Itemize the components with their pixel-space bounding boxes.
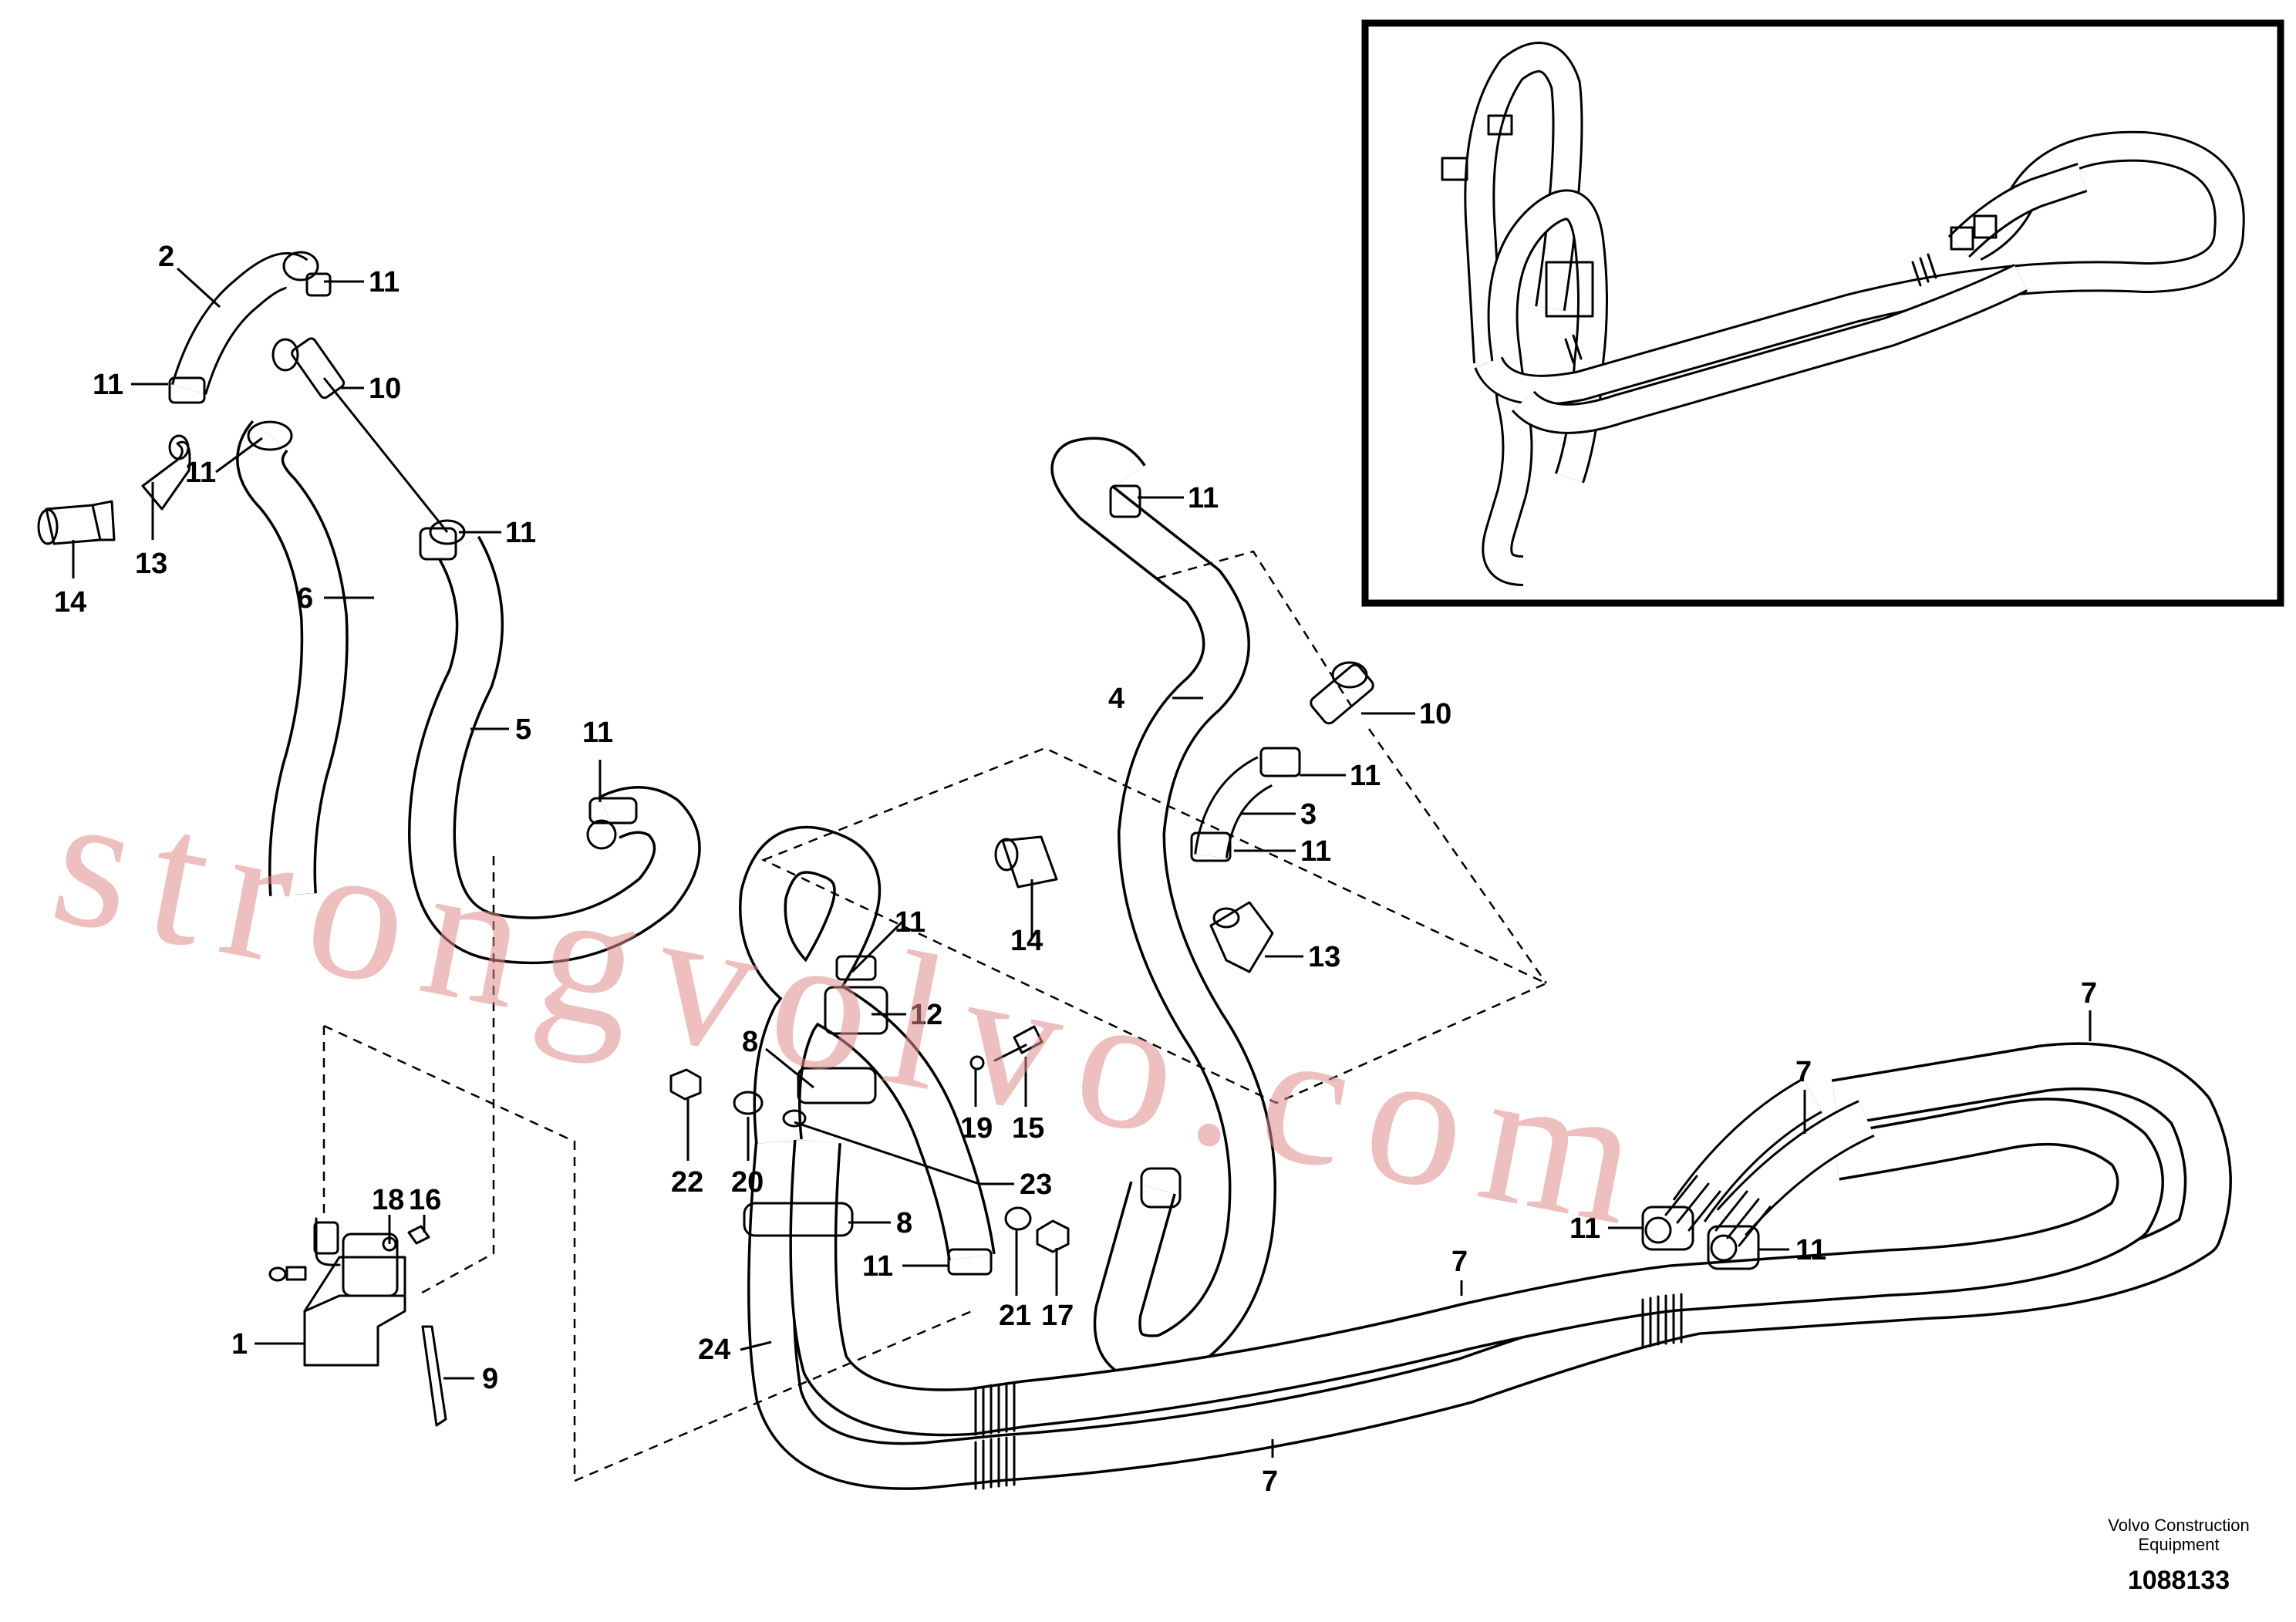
callout-7: 7 (1451, 1246, 1468, 1278)
callout-11: 11 (1795, 1234, 1826, 1266)
bolt-15 (993, 1025, 1043, 1062)
clamp-11-h (1190, 831, 1232, 862)
watermark: strongvolvo.com (39, 750, 1675, 1270)
washer-20 (733, 1091, 764, 1115)
callout-22: 22 (671, 1166, 703, 1199)
elbow-13-left (141, 440, 191, 511)
drawing-number: 1088133 (2128, 1566, 2230, 1595)
callout-11: 11 (1350, 760, 1381, 792)
fittings (37, 251, 1760, 1427)
callout-11: 11 (369, 266, 400, 298)
callout-7: 7 (1262, 1465, 1278, 1498)
clamp-11-c (247, 420, 293, 451)
valve-1 (268, 1217, 406, 1367)
brand-line-2: Equipment (2138, 1535, 2219, 1554)
clamp-11-j (947, 1248, 993, 1276)
sleeve-right (1641, 1175, 1772, 1347)
callout-15: 15 (1012, 1112, 1044, 1145)
fitting-11-r2 (1707, 1225, 1760, 1270)
nipple-14-right (1001, 835, 1058, 889)
callout-11: 11 (185, 457, 216, 489)
callout-8: 8 (742, 1026, 758, 1058)
callout-1: 1 (231, 1328, 248, 1361)
clamp-11-a (168, 376, 206, 404)
callout-4: 4 (1108, 683, 1124, 715)
callout-18: 18 (372, 1184, 404, 1216)
callout-11: 11 (93, 369, 123, 401)
callout-14: 14 (1010, 925, 1043, 957)
callout-10: 10 (1419, 698, 1451, 730)
inset-frame (1361, 19, 2284, 607)
clamp-11-i (835, 955, 877, 981)
clamp-11-f (1109, 484, 1141, 518)
callout-19: 19 (960, 1112, 993, 1145)
callout-17: 17 (1041, 1300, 1074, 1332)
assembly-frames (322, 550, 1549, 1482)
washer-21 (1004, 1206, 1032, 1231)
callout-11: 11 (582, 717, 613, 749)
callout-11: 11 (1300, 835, 1331, 868)
inset-view (1361, 19, 2284, 607)
callout-7: 7 (2081, 977, 2097, 1010)
callout-8: 8 (896, 1207, 912, 1239)
clamp-11-b (305, 272, 332, 297)
callout-11: 11 (862, 1250, 893, 1283)
leader-lines (72, 267, 2092, 1458)
bracket-9 (421, 1325, 447, 1427)
hose-4-end (1140, 1167, 1182, 1209)
bolt-17 (1036, 1219, 1070, 1253)
callouts: 11 2 11 10 11 13 14 6 5 11 11 4 11 10 11… (54, 241, 2097, 1498)
nipple-10-top (291, 337, 346, 400)
clamp-8-upper (797, 1067, 877, 1104)
callout-11: 11 (505, 517, 536, 549)
callout-3: 3 (1300, 798, 1317, 831)
callout-14: 14 (54, 586, 86, 619)
brand-line-1: Volvo Construction (2108, 1516, 2249, 1535)
hose-group (170, 252, 2232, 1490)
callout-16: 16 (409, 1184, 441, 1216)
callout-11: 11 (895, 906, 925, 939)
callout-24: 24 (698, 1334, 730, 1366)
washer-19 (969, 1055, 985, 1071)
callout-5: 5 (515, 713, 531, 746)
callout-7: 7 (1795, 1056, 1812, 1088)
callout-10: 10 (369, 373, 401, 405)
clamp-11-top (282, 251, 319, 282)
callout-13: 13 (135, 548, 167, 580)
callout-23: 23 (1020, 1168, 1052, 1201)
callout-20: 20 (731, 1166, 764, 1199)
callout-11: 11 (1188, 482, 1219, 514)
clamp-11-d (419, 527, 457, 561)
callout-2: 2 (158, 241, 174, 273)
clamp-8-lower (743, 1202, 854, 1237)
clamp-12 (824, 986, 888, 1035)
callout-13: 13 (1308, 941, 1340, 973)
callout-9: 9 (482, 1363, 498, 1395)
clamp-11-e (588, 797, 638, 824)
callout-12: 12 (910, 999, 942, 1031)
callout-11: 11 (1569, 1212, 1600, 1245)
elbow-13-right (1209, 901, 1274, 973)
sleeve-lower (974, 1381, 1016, 1490)
screw-16 (407, 1225, 430, 1245)
callout-21: 21 (999, 1300, 1031, 1332)
callout-6: 6 (297, 582, 313, 615)
nut-22 (669, 1068, 702, 1101)
clamp-11-g (1259, 747, 1301, 777)
